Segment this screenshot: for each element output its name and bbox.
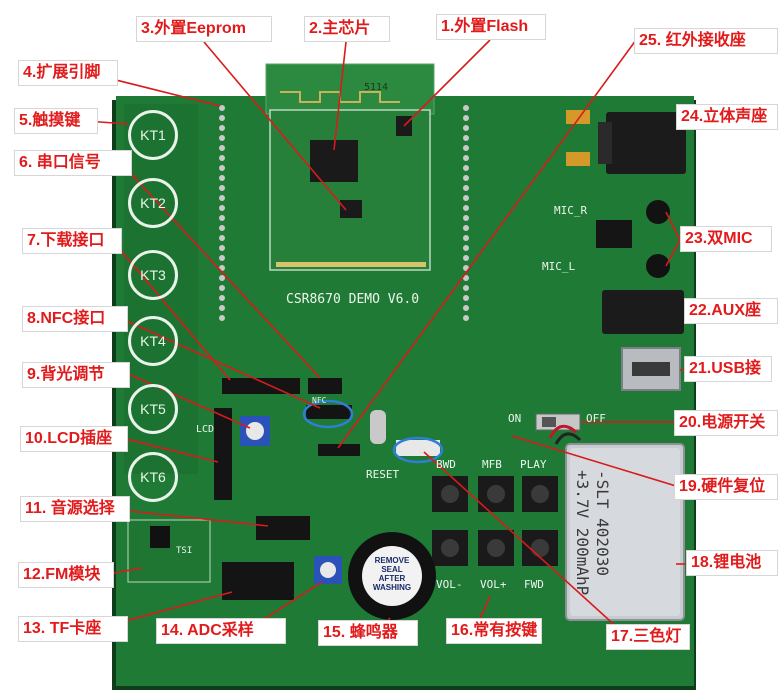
label-backlight: 9.背光调节 xyxy=(22,362,130,388)
touch-key-6: KT6 xyxy=(128,452,178,502)
tantalum-cap-1 xyxy=(566,110,590,124)
tf-socket xyxy=(222,562,294,600)
module-antenna xyxy=(265,63,435,115)
li-battery-face xyxy=(570,448,680,616)
label-main-chip: 2.主芯片 xyxy=(304,16,390,42)
battery-text-2: +3.7V 200mAhP xyxy=(573,470,592,596)
label-stereo-jack: 24.立体声座 xyxy=(676,104,778,130)
label-lcd-socket: 10.LCD插座 xyxy=(20,426,128,452)
label-external-flash: 1.外置Flash xyxy=(436,14,546,40)
ir-header xyxy=(318,444,360,456)
silk-on: ON xyxy=(508,412,522,425)
download-header xyxy=(222,378,300,394)
label-download-port: 7.下载接口 xyxy=(22,228,122,254)
board-title: CSR8670 DEMO V6.0 xyxy=(286,292,420,307)
battery-wire-black xyxy=(554,432,582,445)
label-li-battery: 18.锂电池 xyxy=(686,550,778,576)
label-uart-signal: 6. 串口信号 xyxy=(14,150,132,176)
bt-module xyxy=(269,109,431,271)
touch-key-3: KT3 xyxy=(128,250,178,300)
module-code: 5114 xyxy=(364,82,389,93)
label-touch-keys: 5.触摸键 xyxy=(14,108,98,134)
touch-key-1: KT1 xyxy=(128,110,178,160)
usb-opening xyxy=(632,362,670,376)
silk-off: OFF xyxy=(586,412,606,425)
silk-bwd: BWD xyxy=(436,458,456,471)
label-power-switch: 20.电源开关 xyxy=(674,410,778,436)
usb-connector xyxy=(621,347,681,391)
touch-key-5: KT5 xyxy=(128,384,178,434)
buzzer-sticker xyxy=(362,546,422,606)
nfc-highlight xyxy=(302,399,354,429)
silk-vol-plus: VOL+ xyxy=(480,578,507,591)
rgb-highlight xyxy=(392,436,444,464)
label-adc-sampling: 14. ADC采样 xyxy=(156,618,286,644)
silk-mic-r: MIC_R xyxy=(554,204,588,217)
nfc-header xyxy=(306,405,352,419)
fm-chip xyxy=(150,526,170,548)
label-expansion-pins: 4.扩展引脚 xyxy=(18,60,118,86)
silk-mic-l: MIC_L xyxy=(542,260,576,273)
eeprom-chip xyxy=(340,200,362,218)
buzzer-sticker-text: REMOVE SEAL AFTER WASHING xyxy=(372,556,412,592)
lcd-socket xyxy=(214,408,232,500)
silk-play: PLAY xyxy=(520,458,547,471)
silk-mfb: MFB xyxy=(482,458,502,471)
label-tf-socket: 13. TF卡座 xyxy=(18,616,128,642)
mic-r-capsule xyxy=(646,200,670,224)
touch-key-2: KT2 xyxy=(128,178,178,228)
label-fm-module: 12.FM模块 xyxy=(18,562,114,588)
silk-vol-minus: VOL- xyxy=(436,578,463,591)
touch-key-4: KT4 xyxy=(128,316,178,366)
pushbuttons xyxy=(432,476,558,566)
label-external-eeprom: 3.外置Eeprom xyxy=(136,16,272,42)
silk-reset: RESET xyxy=(366,468,400,481)
label-aux: 22.AUX座 xyxy=(684,298,778,324)
fm-module-text: TSI xyxy=(176,546,193,556)
stereo-jack xyxy=(606,112,686,174)
mic-l-capsule xyxy=(646,254,670,278)
module-pads xyxy=(276,262,426,267)
label-ir-receiver: 25. 红外接收座 xyxy=(634,28,778,54)
stereo-jack-front xyxy=(598,122,612,164)
label-usb: 21.USB接 xyxy=(684,356,772,382)
label-audio-source: 11. 音源选择 xyxy=(20,496,130,522)
label-dual-mic: 23.双MIC xyxy=(680,226,772,252)
battery-text-1: -SLT 402030 xyxy=(593,470,612,576)
battery-wire-red xyxy=(548,424,577,439)
silk-nfc: NFC xyxy=(312,396,327,405)
label-buzzer: 15. 蜂鸣器 xyxy=(318,620,418,646)
silk-lcd: LCD xyxy=(196,424,215,435)
silk-fwd: FWD xyxy=(524,578,544,591)
aux-jack xyxy=(602,290,684,334)
tantalum-cap-2 xyxy=(566,152,590,166)
mic-jumpers xyxy=(596,220,632,248)
crystal xyxy=(370,410,386,444)
label-hw-reset: 19.硬件复位 xyxy=(674,474,778,500)
uart-header xyxy=(308,378,342,394)
rgb-led xyxy=(396,440,440,456)
source-header xyxy=(256,516,310,540)
expansion-pins xyxy=(219,105,225,321)
label-nfc-port: 8.NFC接口 xyxy=(22,306,128,332)
power-switch-knob xyxy=(542,417,556,427)
label-rgb-led: 17.三色灯 xyxy=(606,624,690,650)
label-common-keys: 16.常有按键 xyxy=(446,618,542,644)
right-pins xyxy=(463,105,469,321)
